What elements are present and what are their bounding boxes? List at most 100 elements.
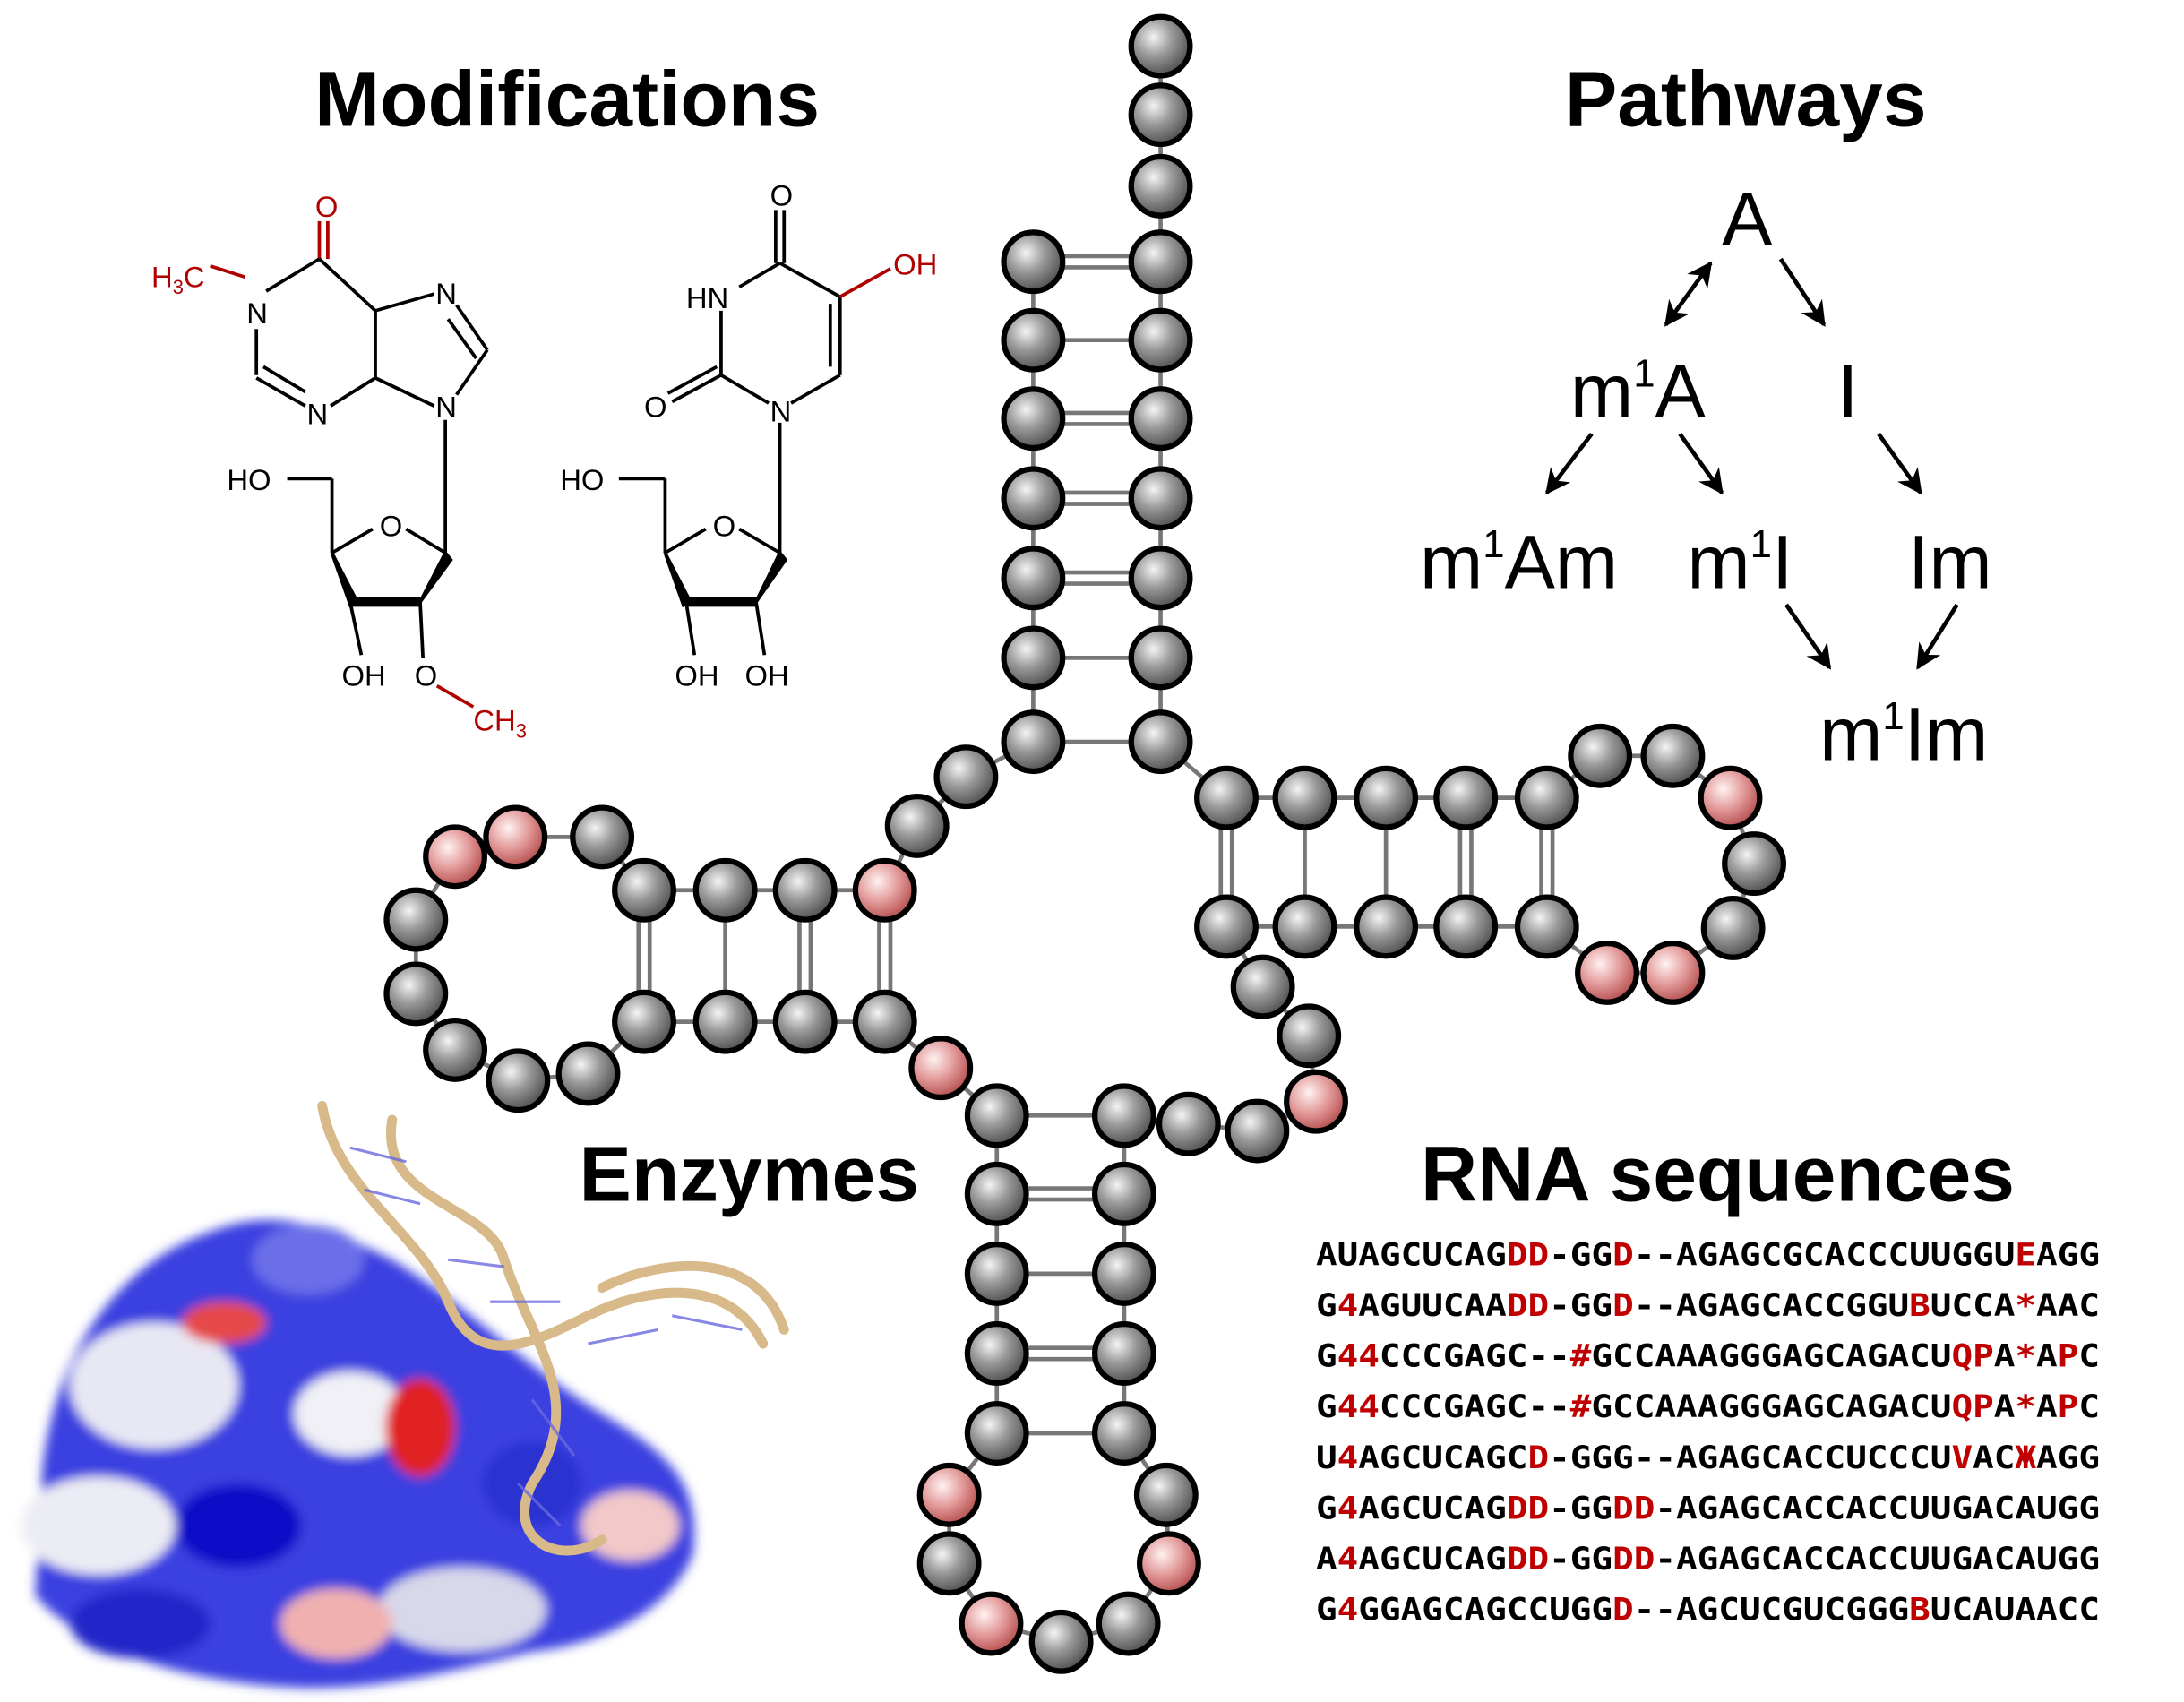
residue-run: CCCGAGC--	[1380, 1389, 1570, 1425]
nucleotide	[1128, 82, 1193, 148]
modified-residue: 4	[1337, 1440, 1359, 1476]
nucleotide	[1128, 307, 1193, 373]
modified-nucleotide	[959, 1591, 1024, 1656]
nucleotide	[1128, 229, 1193, 295]
residue-run: G	[1316, 1389, 1337, 1425]
node-m1a: m1A	[1570, 349, 1707, 434]
residue-run: -GGG--AGAGCACCUCCCU	[1549, 1440, 1951, 1476]
residue-run: A	[2036, 1389, 2058, 1425]
nucleotide	[1230, 954, 1295, 1019]
nucleotide	[383, 887, 449, 952]
nucleotide	[612, 989, 676, 1054]
nucleotide	[692, 857, 758, 923]
molecule-ho5u-labels: O HN OH O N HO O OH OH	[560, 179, 937, 692]
nucleotide	[852, 989, 917, 1054]
modified-nucleotide	[916, 1462, 982, 1527]
atom-ho5: HO	[227, 463, 271, 496]
residue-run: AUAGCUCAG	[1316, 1238, 1507, 1274]
atom-oh5: OH	[893, 247, 937, 280]
atom-o2: O	[644, 391, 667, 424]
modified-residue: 4	[1337, 1288, 1359, 1324]
node-a: A	[1722, 176, 1773, 261]
nucleotide	[1700, 896, 1766, 960]
modified-residue: QP	[1951, 1389, 1993, 1425]
modified-residue: P	[2058, 1389, 2079, 1425]
modified-nucleotide	[908, 1036, 974, 1101]
nucleotide	[1272, 894, 1337, 959]
residue-run: -AGAGCACCACCUUGACAUGG	[1655, 1491, 2100, 1526]
modified-residue: Ж	[2015, 1440, 2036, 1476]
nucleotide	[1133, 1462, 1199, 1527]
modified-residue: 4	[1337, 1491, 1359, 1526]
atom-ring-o: O	[380, 509, 403, 542]
nucleotide	[1568, 723, 1633, 788]
nucleotide	[1001, 307, 1066, 373]
edge-a-m1a	[1664, 261, 1713, 327]
title-rna-sequences: RNA sequences	[1421, 1130, 2015, 1218]
residue-run: --AGAGCGCACCCUUGGU	[1634, 1238, 2016, 1274]
nucleotide	[1001, 229, 1066, 295]
edge-m1i-m1im	[1784, 603, 1832, 670]
residue-run: U	[1316, 1440, 1337, 1476]
molecule-ho5u-structure	[618, 210, 891, 656]
nucleotide	[1001, 625, 1066, 691]
nucleotide	[1514, 894, 1579, 959]
nucleotide	[772, 857, 838, 923]
nucleotide	[423, 1017, 487, 1082]
nucleotide	[1433, 765, 1499, 830]
modified-residue: *	[2015, 1339, 2036, 1375]
modified-residue: D	[1612, 1592, 1634, 1628]
molecule-m1im-structure	[210, 220, 489, 709]
nucleotide	[1156, 1091, 1221, 1156]
atom-hn3: HN	[686, 281, 728, 314]
node-m1im: m1Im	[1819, 692, 1988, 776]
residue-run: AGCUCAG	[1358, 1542, 1507, 1577]
atom-ho5: HO	[560, 463, 604, 496]
residue-run: AGUUCAA	[1358, 1288, 1507, 1324]
modified-nucleotide	[1640, 941, 1706, 1005]
nucleotide	[1092, 1083, 1156, 1148]
nucleotide	[1128, 546, 1193, 611]
nucleotide	[1272, 765, 1337, 830]
residue-run: A	[1316, 1542, 1337, 1577]
residue-run: AAC	[2036, 1288, 2100, 1324]
nucleotide	[1194, 894, 1259, 959]
atom-methyl-h: H3C	[151, 260, 205, 298]
residue-run: C	[2078, 1339, 2100, 1375]
node-m1am: m1Am	[1420, 520, 1618, 604]
modified-nucleotide	[423, 824, 487, 890]
modified-residue: V	[1951, 1440, 1973, 1476]
nucleotide	[1001, 546, 1066, 611]
modified-residue: QP	[1951, 1339, 1993, 1375]
nucleotide	[884, 793, 950, 858]
molecule-m1im-labels: O H3C N N N N HO O OH O CH3	[151, 190, 527, 742]
nucleotide	[1001, 466, 1066, 531]
residue-run: A	[1994, 1389, 2016, 1425]
nucleotide	[964, 1321, 1029, 1386]
residue-run: G	[1316, 1491, 1337, 1526]
enzyme-rna-complex-image	[21, 1100, 789, 1689]
nucleotide	[1722, 831, 1786, 896]
modified-residue: D	[1612, 1238, 1634, 1274]
atom-oh3: OH	[675, 659, 718, 692]
nucleotide	[570, 804, 635, 870]
nucleotide	[1092, 1321, 1156, 1386]
residue-run: -AGAGCACCACCUUGACAUGG	[1655, 1542, 2100, 1577]
atom-n1: N	[770, 394, 792, 427]
residue-run: CCCGAGC--	[1380, 1339, 1570, 1375]
residue-run: --AGAGCACCGGU	[1634, 1288, 1909, 1324]
nucleotide	[933, 744, 999, 810]
nucleotide	[692, 989, 758, 1054]
residue-run: -GG	[1549, 1542, 1612, 1577]
residue-run: AC	[1973, 1440, 2015, 1476]
edge-i-im	[1877, 433, 1922, 495]
nucleotide	[1128, 709, 1193, 775]
modified-residue: DD	[1507, 1238, 1549, 1274]
atom-o2: O	[415, 659, 438, 692]
nucleotide	[1354, 894, 1419, 959]
